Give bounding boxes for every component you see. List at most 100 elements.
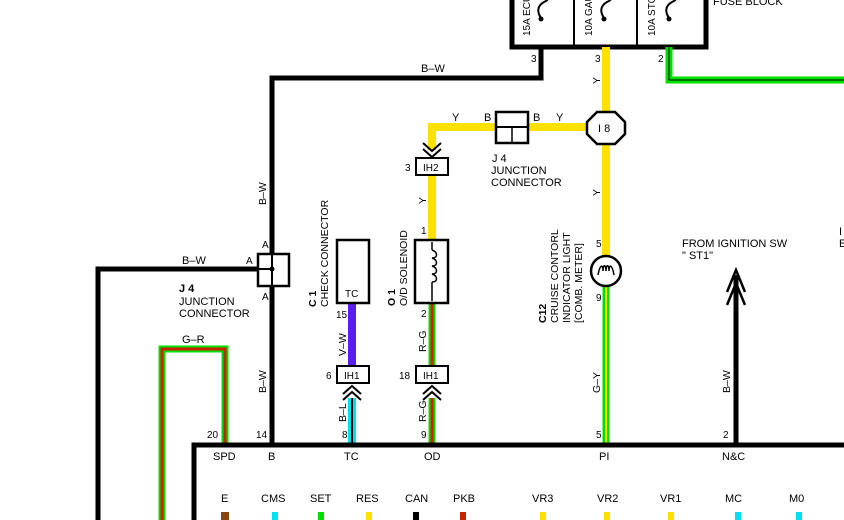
fuse-15a-label: 15A ECU xyxy=(522,0,533,36)
wire-stub-green xyxy=(318,512,324,520)
od-solenoid: 1 2 O 1 O/D SOLENOID xyxy=(386,226,450,320)
wire-stub-yellow xyxy=(604,512,610,520)
ecu-pin-name: VR1 xyxy=(660,493,681,505)
ecu-pin-name: CAN xyxy=(405,493,428,505)
check-connector: TC 15 C 1 CHECK CONNECTOR xyxy=(307,199,371,321)
solenoid-pin: 2 xyxy=(421,309,427,320)
junction-dot xyxy=(269,266,275,272)
solenoid-name: O/D SOLENOID xyxy=(398,230,410,306)
fuse-symbol xyxy=(665,0,677,19)
wire-stub-cyan xyxy=(272,512,278,520)
junction-text: CONNECTOR xyxy=(179,308,250,320)
solenoid-code: O 1 xyxy=(386,289,398,306)
light-text: CRUISE CONTORL xyxy=(549,229,561,323)
light-text: [COMB. METER] xyxy=(573,243,585,323)
coil-icon xyxy=(431,249,438,283)
arrow-nc xyxy=(725,279,747,306)
connector-pin: 18 xyxy=(399,371,411,382)
check-connector-box xyxy=(335,238,371,305)
fuse-symbol xyxy=(600,0,612,19)
fuse-pin: 3 xyxy=(595,54,601,65)
junction-pin: A xyxy=(262,240,269,251)
wire-label: R–G xyxy=(417,400,429,422)
connector-label: IH1 xyxy=(423,371,439,382)
cropped-text: E xyxy=(839,238,844,250)
cropped-text: I xyxy=(839,226,842,238)
solenoid-box xyxy=(413,238,450,305)
connector-ih2: IH2 3 xyxy=(405,142,449,176)
fuse-pin: 3 xyxy=(531,54,537,65)
ecu-pin-name: B xyxy=(268,451,275,463)
wire-label: B–W xyxy=(257,182,269,205)
light-pin: 5 xyxy=(596,239,602,250)
wire-label: B–L xyxy=(337,403,349,422)
wire-g-r-stripe xyxy=(160,347,227,520)
wire-label: Y xyxy=(591,189,603,196)
wire-label: Y xyxy=(417,197,429,204)
wire-label: V–W xyxy=(337,333,349,356)
wire-label: Y xyxy=(556,112,564,124)
connector-box xyxy=(415,157,449,176)
fuse-pin: 2 xyxy=(658,54,664,65)
ecu-pin-name: SET xyxy=(310,493,332,505)
wire-label: G–Y xyxy=(591,372,603,393)
fuse-block: 15A ECU 10A GAUGE 10A STOP FUSE BLOCK 3 … xyxy=(509,0,783,65)
wire-stub-cyan xyxy=(735,512,741,520)
connector-pin: 6 xyxy=(326,371,332,382)
bulb-filament xyxy=(597,265,615,276)
check-connector-terminal: TC xyxy=(345,289,358,300)
junction-code: J 4 xyxy=(492,153,507,165)
ecu-pin-number: 8 xyxy=(342,430,348,441)
wire-label: G–R xyxy=(182,334,205,346)
wire-stub-yellow xyxy=(540,512,546,520)
wire-stub-yellow xyxy=(668,512,674,520)
ecu-pin-number: 14 xyxy=(256,430,268,441)
light-code: C12 xyxy=(537,304,549,323)
fuse-terminal xyxy=(601,16,607,22)
connector-label: IH1 xyxy=(344,371,360,382)
wire-stub-brown xyxy=(221,512,229,520)
connector-label: IH2 xyxy=(423,163,439,174)
splice-label: I 8 xyxy=(598,123,610,135)
ecu-pin-name: RES xyxy=(356,493,379,505)
ecu-pin-name: MC xyxy=(725,493,742,505)
fuse-block-label: FUSE BLOCK xyxy=(713,0,783,8)
ecu-pin-name: VR3 xyxy=(532,493,553,505)
junction-connector-top: J 4 JUNCTION CONNECTOR xyxy=(491,110,562,189)
ecu-pin-name: PKB xyxy=(453,493,475,505)
ecu-pin-name: PI xyxy=(599,451,609,463)
fuse-terminal xyxy=(538,16,544,22)
wire-label: B xyxy=(484,112,491,124)
wire-stub-yellow xyxy=(366,512,372,520)
wire-green-fuse-core xyxy=(668,47,844,81)
ecu-pin-name: CMS xyxy=(261,493,285,505)
junction-connector-left: A A A J 4 JUNCTION CONNECTOR xyxy=(179,240,291,320)
fuse-symbol xyxy=(537,0,549,19)
connector-pin: 3 xyxy=(405,163,411,174)
wire-b-w-left xyxy=(95,266,258,520)
junction-text: JUNCTION xyxy=(491,165,547,177)
wire-label: B–W xyxy=(182,255,206,267)
cruise-indicator-light: 5 9 C12 CRUISE CONTORL INDICATOR LIGHT [… xyxy=(537,229,623,323)
splice-octagon xyxy=(585,110,627,146)
junction-pin: A xyxy=(262,292,269,303)
wire-label: R–G xyxy=(417,330,429,352)
fuse-block-outline xyxy=(509,0,709,50)
ecu-pin-number: 20 xyxy=(207,430,219,441)
ecu-pin-name: TC xyxy=(344,451,359,463)
chevron-up-icon xyxy=(342,390,362,401)
solenoid-pin: 1 xyxy=(421,226,427,237)
junction-text: JUNCTION xyxy=(179,296,235,308)
ecu-pin-number: 2 xyxy=(723,430,729,441)
wire-stub-black xyxy=(413,512,419,520)
ecu-pin-number: 5 xyxy=(596,430,602,441)
ignition-label: FROM IGNITION SW xyxy=(682,238,788,250)
ecu-outline xyxy=(191,442,844,520)
ecu-pin-name: E xyxy=(221,493,228,505)
wire-label: B–W xyxy=(721,370,733,393)
wire-label: B xyxy=(533,112,540,124)
junction-pin: A xyxy=(246,256,253,267)
ecu-pin-name: SPD xyxy=(213,451,236,463)
ecu-pin-name: VR2 xyxy=(597,493,618,505)
